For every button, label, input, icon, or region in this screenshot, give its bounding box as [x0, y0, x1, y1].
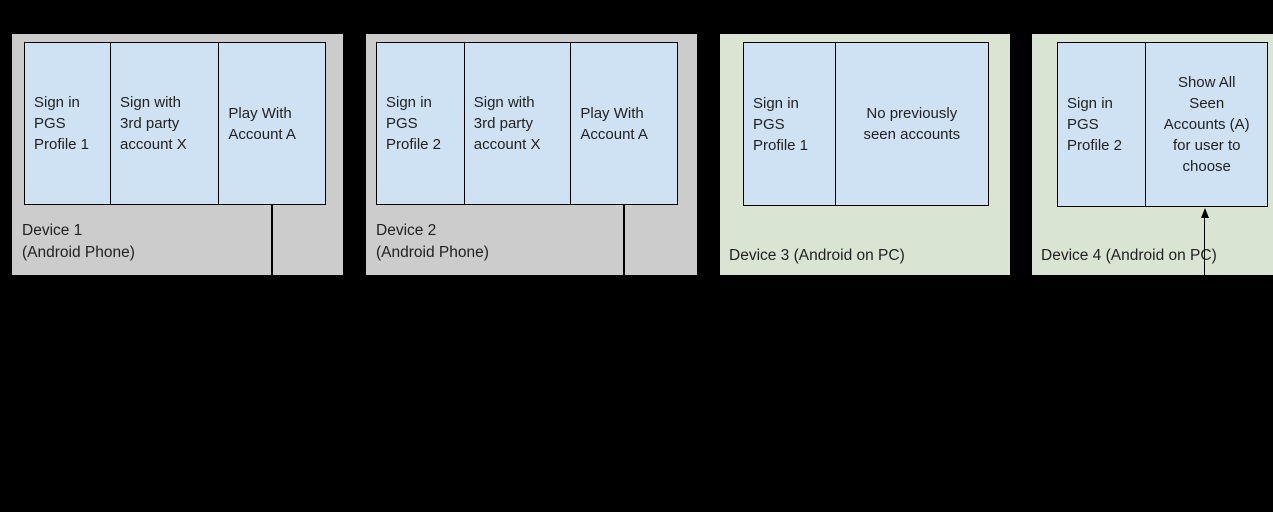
arrow-shaft — [1203, 218, 1206, 275]
device-4-screen-show-all-seen-accounts: Show All Seen Accounts (A) for user to c… — [1145, 43, 1267, 206]
device-1-flow-line — [271, 205, 273, 275]
device-1-screen-play-with-account: Play With Account A — [218, 43, 325, 204]
device-4-screen-sign-in-pgs: Sign in PGS Profile 2 — [1067, 95, 1123, 154]
arrow-head-up-icon — [1200, 208, 1209, 218]
device-4-screen-row: Sign in PGS Profile 2 Show All Seen Acco… — [1057, 42, 1268, 207]
device-4-flow-arrow-up — [1200, 208, 1209, 275]
device-3-label: Device 3 (Android on PC) — [729, 247, 905, 264]
device-1-card: Sign in PGS Profile 1 Sign with 3rd part… — [12, 34, 343, 275]
device-2-screen-play-with-account: Play With Account A — [570, 43, 677, 204]
device-3-screen-sign-in-pgs: Sign in PGS Profile 1 — [753, 94, 809, 154]
device-1-screen-sign-in-pgs: Sign in PGS Profile 1 — [34, 94, 90, 153]
device-1-screen-row: Sign in PGS Profile 1 Sign with 3rd part… — [24, 42, 326, 205]
device-4-label: Device 4 (Android on PC) — [1041, 247, 1217, 264]
device-3-screen-no-seen-accounts: No previously seen accounts — [834, 43, 988, 205]
device-3-screen-row: Sign in PGS Profile 1 No previously seen… — [743, 42, 989, 206]
device-2-label: Device 2 (Android Phone) — [376, 222, 489, 261]
device-1-screen-sign-with-3rd-party: Sign with 3rd party account X — [110, 43, 218, 204]
device-2-screen-sign-with-3rd-party: Sign with 3rd party account X — [463, 43, 571, 204]
device-2-screen-row: Sign in PGS Profile 2 Sign with 3rd part… — [376, 42, 678, 205]
device-1-label: Device 1 (Android Phone) — [22, 222, 135, 261]
device-2-screen-sign-in-pgs: Sign in PGS Profile 2 — [386, 94, 442, 153]
device-3-card: Sign in PGS Profile 1 No previously seen… — [720, 34, 1010, 275]
device-2-flow-line — [623, 205, 625, 275]
device-2-card: Sign in PGS Profile 2 Sign with 3rd part… — [366, 34, 697, 275]
device-4-card: Sign in PGS Profile 2 Show All Seen Acco… — [1032, 34, 1273, 275]
